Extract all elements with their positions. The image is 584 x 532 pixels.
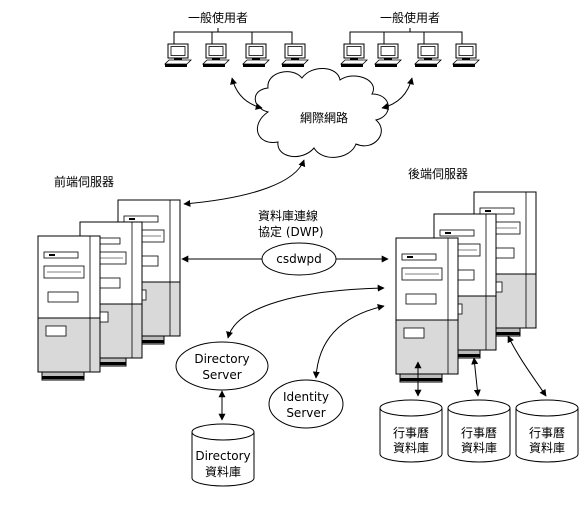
identity-server-node [268, 379, 344, 429]
workstation-icon [164, 43, 192, 68]
workstation-icon [281, 43, 309, 68]
csdwpd-node [261, 242, 337, 276]
internet-to-frontend-arrow [183, 159, 306, 207]
users-left-bus [173, 28, 293, 44]
dwp-label-line2: 協定 (DWP) [258, 224, 324, 239]
users-left-label: 一般使用者 [188, 10, 248, 25]
internet-label: 網際網路 [300, 110, 348, 125]
caldb1-label-line1: 行事曆 [393, 426, 429, 440]
caldb2-label-line2: 資料庫 [461, 441, 497, 455]
users-right-to-internet-arrow [381, 77, 414, 110]
csdwpd-label: csdwpd [276, 252, 322, 266]
identity-to-backend-arrow [312, 303, 385, 379]
frontend-label: 前端伺服器 [54, 174, 114, 189]
caldb3-label-line1: 行事曆 [529, 426, 565, 440]
users-right-label: 一般使用者 [380, 10, 440, 25]
caldb2-label-line1: 行事曆 [461, 426, 497, 440]
workstation-icon [452, 43, 480, 68]
directory-db-label-line2: 資料庫 [205, 465, 241, 479]
workstation-icon [202, 43, 230, 68]
caldb1-label-line2: 資料庫 [393, 441, 429, 455]
directory-server-label-line1: Directory [194, 352, 249, 366]
workstation-icon [242, 43, 270, 68]
workstation-icon [374, 43, 402, 68]
dirserver-to-backend-arrow [226, 284, 385, 339]
users-right-bus [349, 28, 463, 44]
identity-server-label-line1: Identity [283, 390, 329, 404]
backend-label: 後端伺服器 [408, 167, 468, 181]
backend-to-caldb2-arrow [471, 357, 481, 397]
directory-server-node [175, 341, 269, 391]
identity-server-label-line2: Server [286, 406, 325, 420]
caldb3-label-line2: 資料庫 [529, 441, 565, 455]
server-icon [37, 235, 101, 381]
workstation-icon [414, 43, 442, 68]
server-icon [395, 237, 459, 383]
workstation-icon [340, 43, 368, 68]
backend-to-caldb3-arrow [507, 335, 547, 397]
users-left-to-internet-arrow [230, 77, 263, 110]
directory-server-label-line2: Server [202, 368, 241, 382]
directory-db-label-line1: Directory [195, 449, 250, 463]
dwp-label-line1: 資料庫連線 [258, 208, 318, 223]
